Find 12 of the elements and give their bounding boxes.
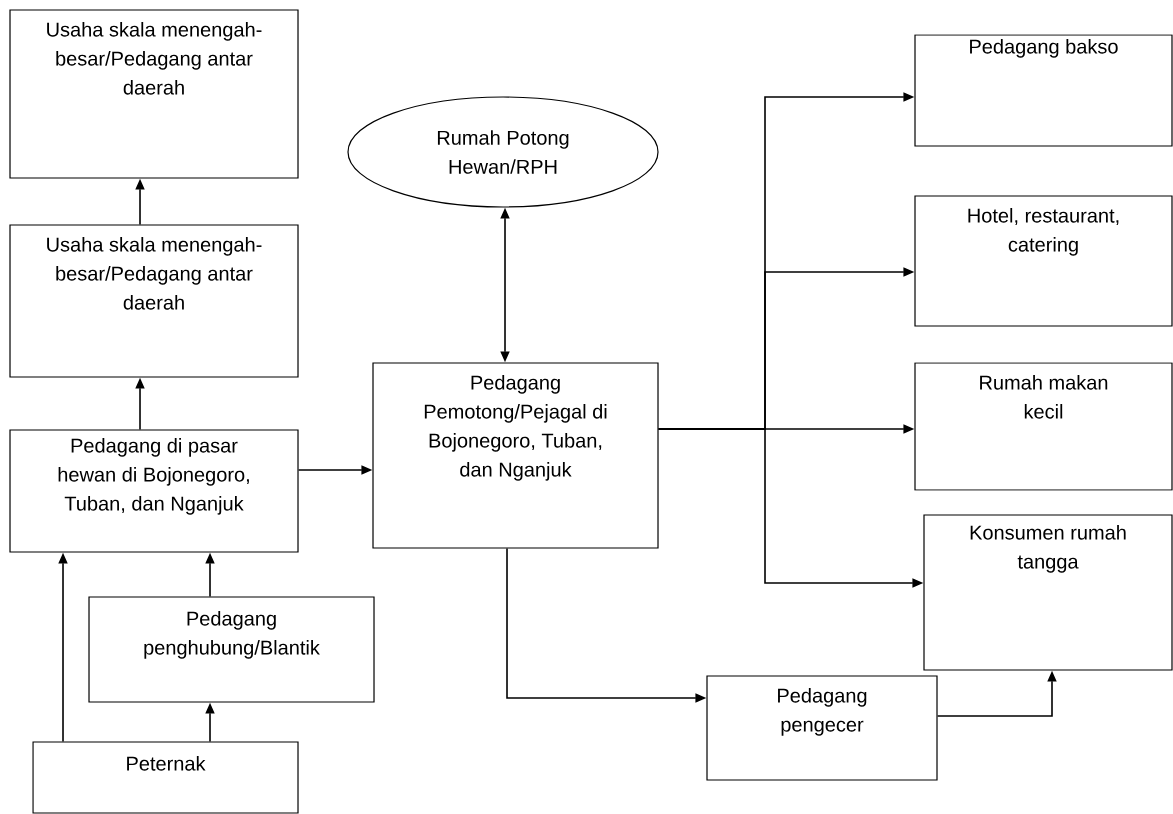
ellipse-node: Rumah Potong Hewan/RPH	[347, 96, 659, 208]
process-box: Usaha skala menengah-besar/Pedagang antar daerah	[9, 9, 299, 179]
process-box: Peternak	[32, 741, 299, 814]
process-box: Hotel, restaurant, catering	[914, 195, 1173, 327]
process-box: Pedagang bakso	[914, 34, 1173, 147]
process-box: Pedagang penghubung/Blantik	[88, 596, 375, 703]
process-box: Pedagang pengecer	[706, 675, 938, 781]
process-box: Rumah makan kecil	[914, 362, 1173, 491]
process-box: Usaha skala menengah-besar/Pedagang antar daerah	[9, 224, 299, 378]
process-box: Konsumen rumah tangga	[923, 514, 1173, 671]
process-box: Pedagang Pemotong/Pejagal di Bojonegoro, Tuban, dan Nganjuk	[372, 362, 659, 549]
process-box: Pedagang di pasar hewan di Bojonegoro, Tuban, dan Nganjuk	[9, 429, 299, 553]
